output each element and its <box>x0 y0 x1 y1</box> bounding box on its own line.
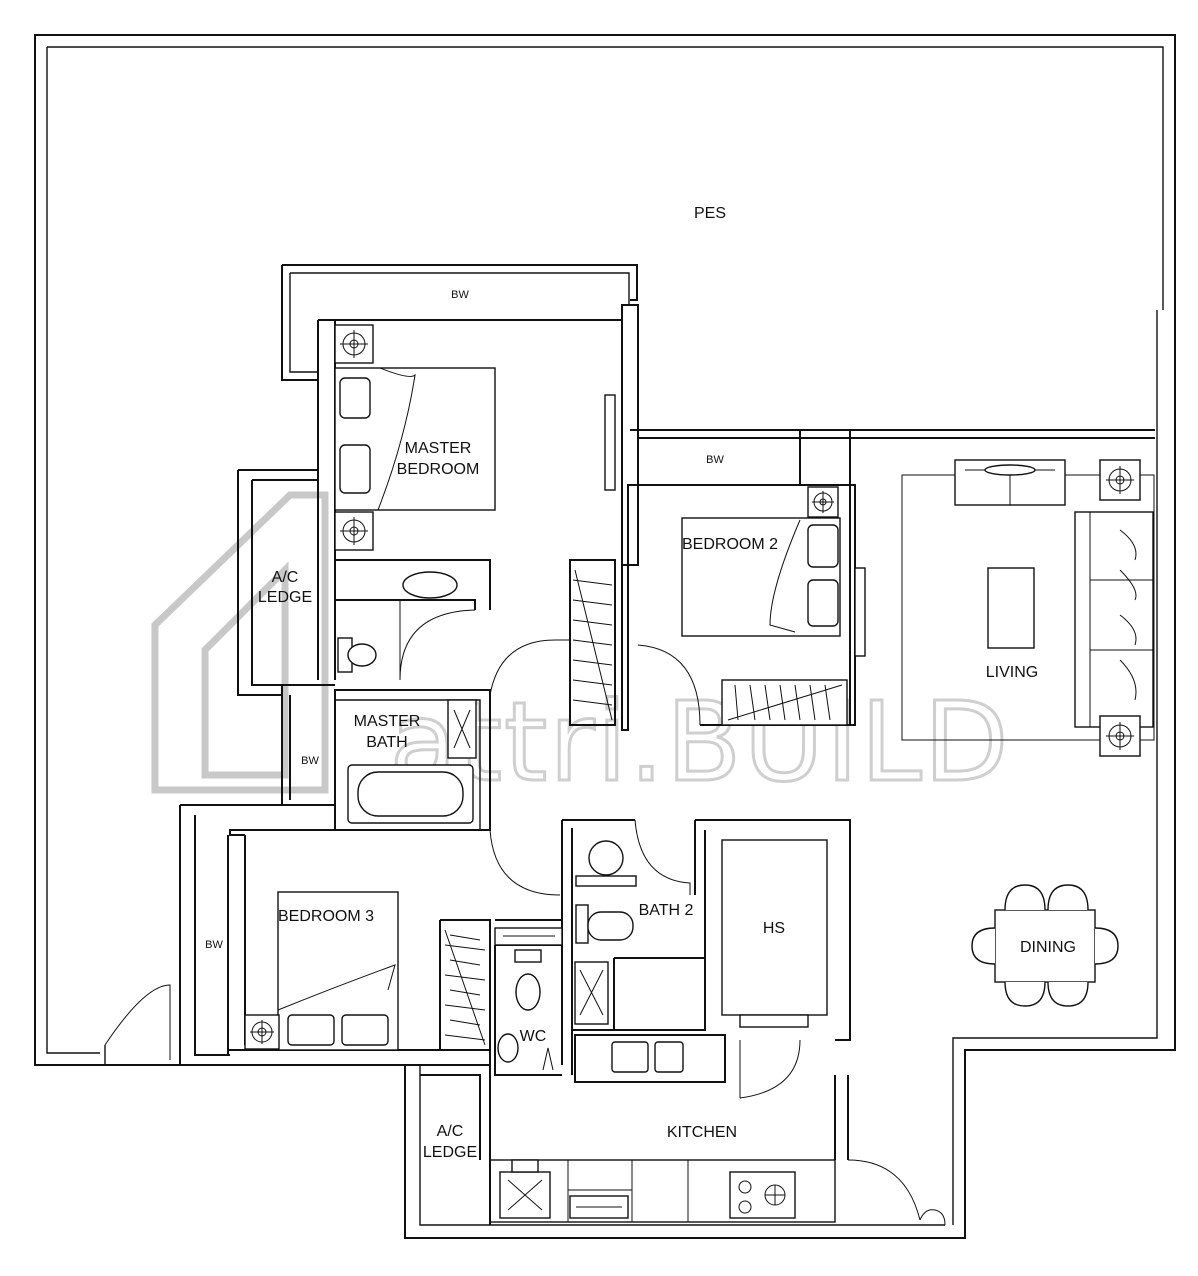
label-bedroom-2: BEDROOM 2 <box>682 536 778 553</box>
bedroom-3-walls <box>104 804 491 1066</box>
lamp-icon-bedroom3 <box>244 1014 280 1050</box>
label-wc: WC <box>520 1028 547 1045</box>
label-bw-mid: BW <box>706 454 724 466</box>
label-pes: PES <box>694 205 726 222</box>
lamp-icon-bedroom2 <box>807 486 839 518</box>
wardrobe-bedroom3 <box>444 929 486 1046</box>
label-kitchen: KITCHEN <box>667 1124 737 1141</box>
ac-ledge-kitchen <box>405 1064 491 1225</box>
label-hs: HS <box>763 920 785 937</box>
lamp-icon-living-top <box>1099 459 1141 501</box>
label-bw-low: BW <box>205 939 223 951</box>
ac-ledge-left <box>237 469 318 696</box>
label-bw-top: BW <box>451 289 469 301</box>
label-ac-ledge-1a: A/C <box>272 569 299 586</box>
label-ac-ledge-2b: LEDGE <box>423 1144 477 1161</box>
label-dining: DINING <box>1020 939 1076 956</box>
lamp-icon-master-bottom <box>334 511 374 551</box>
bedroom-2-walls <box>621 429 1155 731</box>
label-master-bath-1: MASTER <box>354 713 421 730</box>
watermark: attri.BUILD <box>151 491 1011 808</box>
master-bedroom-furniture <box>334 324 496 681</box>
master-bath-walls <box>281 684 491 831</box>
lamp-icon-master-top <box>334 324 374 364</box>
label-ac-ledge-2a: A/C <box>437 1123 464 1140</box>
lamp-icon-living-bottom <box>1099 715 1141 757</box>
corridor <box>489 559 701 896</box>
label-master-bath-2: BATH <box>366 734 407 751</box>
label-master-bedroom-2: BEDROOM <box>397 461 480 478</box>
label-bw-left: BW <box>301 755 319 767</box>
label-ac-ledge-1b: LEDGE <box>258 589 312 606</box>
label-bedroom-3: BEDROOM 3 <box>278 908 374 925</box>
label-living: LIVING <box>986 664 1038 681</box>
label-master-bedroom-1: MASTER <box>405 440 472 457</box>
watermark-text: attri.BUILD <box>390 678 1011 806</box>
label-bath-2: BATH 2 <box>639 902 694 919</box>
service-walls <box>489 819 946 1226</box>
dining-furniture <box>971 884 1119 1007</box>
living-furniture <box>901 459 1155 757</box>
